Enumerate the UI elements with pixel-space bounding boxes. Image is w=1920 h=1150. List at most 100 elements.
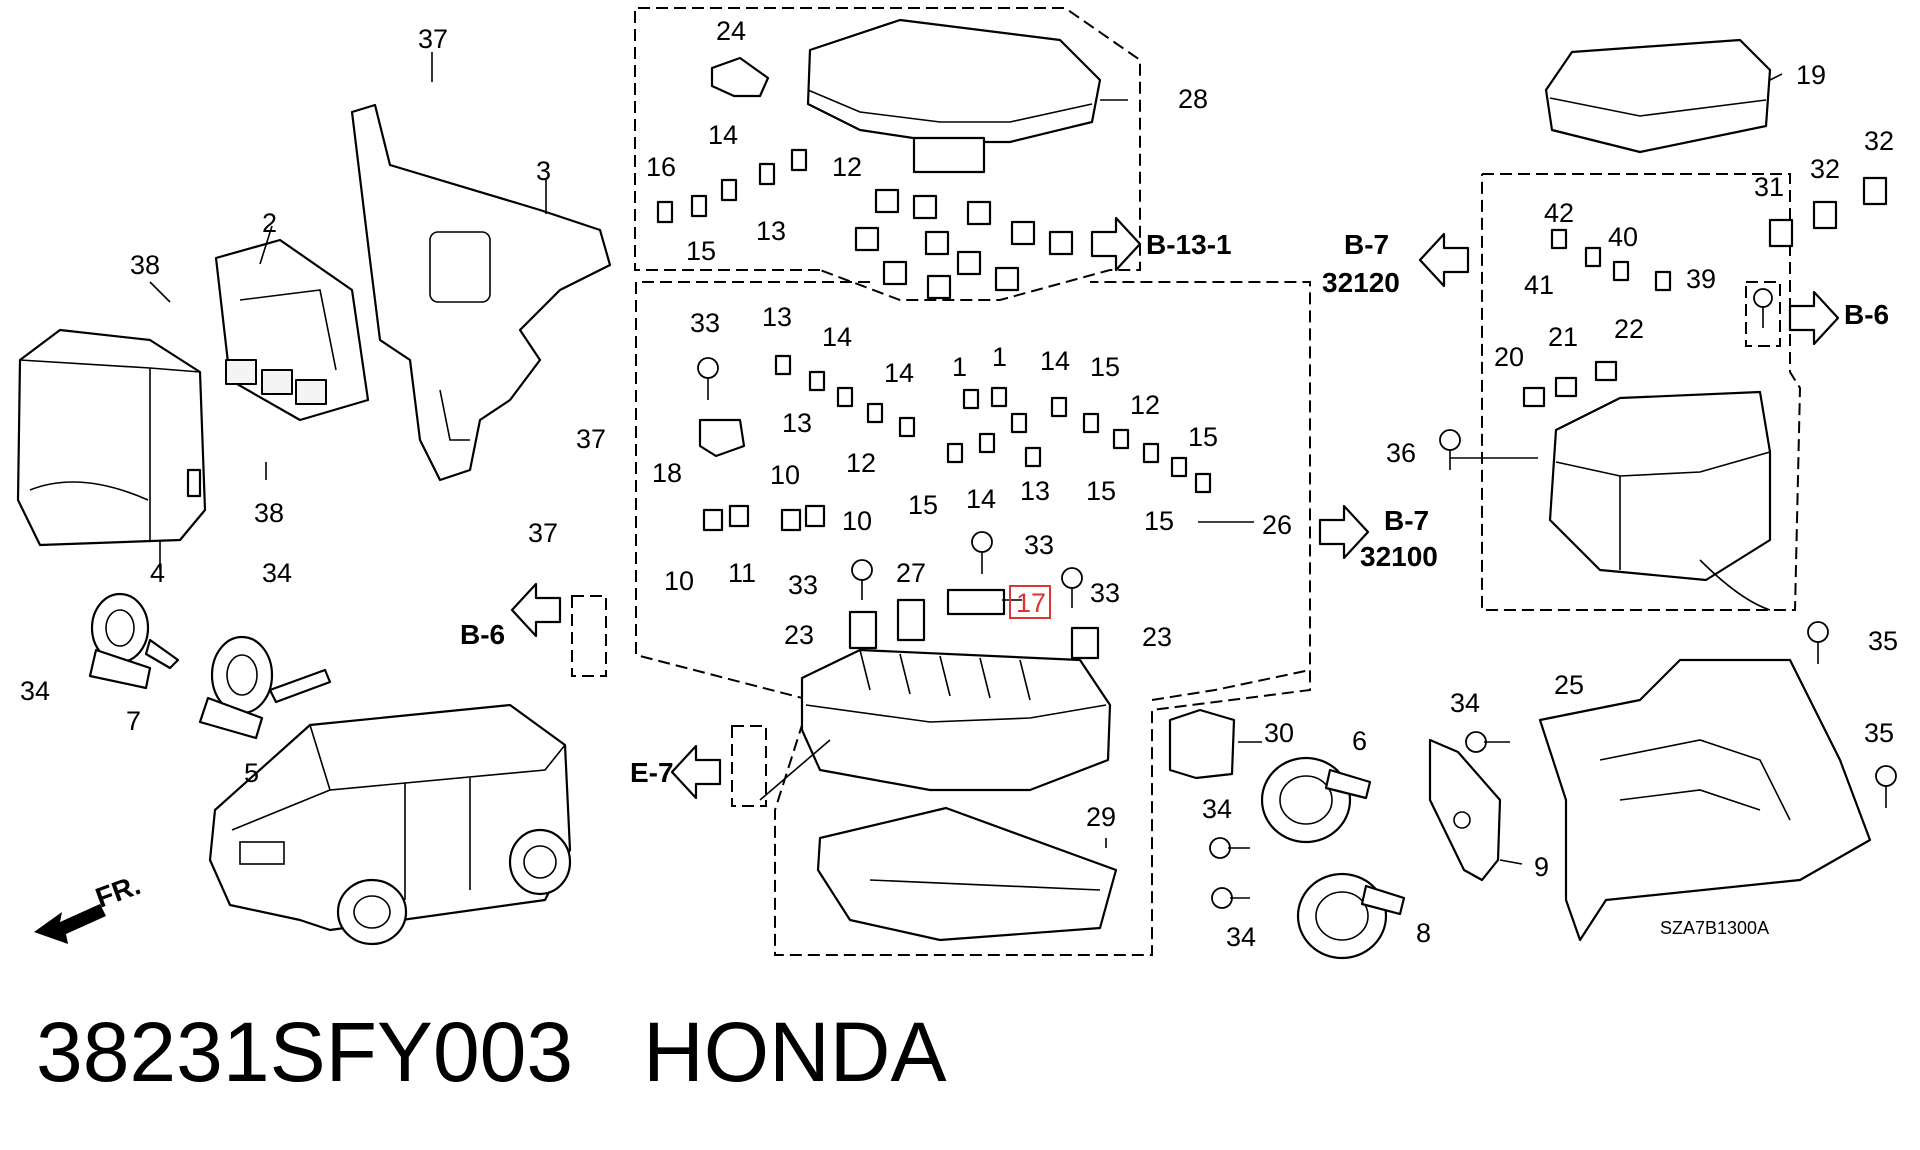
callout-15: 15 <box>1144 506 1174 536</box>
callout-41: 41 <box>1524 270 1554 300</box>
callout-12: 12 <box>1130 390 1160 420</box>
callout-23: 23 <box>1142 622 1172 652</box>
box-center-fuses <box>635 281 1311 956</box>
callout-2: 2 <box>262 208 277 238</box>
part-relay-box-cover <box>1544 38 1772 154</box>
box-top-center <box>634 7 1141 301</box>
callout-19: 19 <box>1796 60 1826 90</box>
part-bracket-9 <box>1428 738 1502 882</box>
leader-lines <box>149 52 1783 865</box>
part-cover-clip-24 <box>710 56 770 98</box>
callout-35: 35 <box>1868 626 1898 656</box>
relay-cluster-top <box>854 188 1074 300</box>
callout-15: 15 <box>686 236 716 266</box>
part-ecu <box>214 238 370 422</box>
ref-b6-left: B-6 <box>460 619 505 650</box>
small-fuses-right <box>1522 228 1672 408</box>
callout-16: 16 <box>646 152 676 182</box>
small-fuses-top <box>656 148 808 224</box>
drawing-code: SZA7B1300A <box>1660 918 1769 938</box>
ref-b7-top-code: 32120 <box>1322 267 1400 298</box>
callout-33: 33 <box>1024 530 1054 560</box>
callout-28: 28 <box>1178 84 1208 114</box>
callout-38: 38 <box>130 250 160 280</box>
callout-34: 34 <box>1202 794 1232 824</box>
callout-31: 31 <box>1754 172 1784 202</box>
callout-25: 25 <box>1554 670 1584 700</box>
callout-1: 1 <box>952 352 967 382</box>
ref-arrow-b6-right <box>1788 290 1840 346</box>
part-relay-box <box>1548 390 1772 611</box>
callout-37: 37 <box>418 24 448 54</box>
footer: 38231SFY003 HONDA <box>36 1010 946 1094</box>
callout-4: 4 <box>150 558 165 588</box>
part-bracket-18 <box>698 418 746 458</box>
callout-22: 22 <box>1614 314 1644 344</box>
ref-arrow-b7-mid <box>1318 504 1370 560</box>
ref-arrow-b13-1 <box>1090 216 1142 272</box>
part-ecu-bracket <box>350 103 612 482</box>
callout-14: 14 <box>822 322 852 352</box>
callout-24: 24 <box>716 16 746 46</box>
callout-8: 8 <box>1416 918 1431 948</box>
part-number: 38231SFY003 <box>36 1005 574 1099</box>
bolt-box-b6-left <box>571 595 607 677</box>
callout-9: 9 <box>1534 852 1549 882</box>
part-horn-right-6 <box>1260 756 1372 844</box>
bolt-box-e7 <box>731 725 767 807</box>
callout-40: 40 <box>1608 222 1638 252</box>
callout-10: 10 <box>664 566 694 596</box>
callout-27: 27 <box>896 558 926 588</box>
callout-13: 13 <box>782 408 812 438</box>
callout-37: 37 <box>576 424 606 454</box>
direction-label: FR. <box>91 869 144 914</box>
part-vehicle <box>208 703 572 946</box>
callout-10: 10 <box>770 460 800 490</box>
callout-18: 18 <box>652 458 682 488</box>
box-right-bottom <box>1151 669 1311 701</box>
callout-14: 14 <box>966 484 996 514</box>
relays-center <box>848 588 1100 660</box>
callout-13: 13 <box>762 302 792 332</box>
bolt-box-b6-right <box>1745 281 1781 347</box>
part-horn-right-8 <box>1296 872 1406 960</box>
part-cover-30 <box>1168 708 1236 780</box>
callout-26: 26 <box>1262 510 1292 540</box>
callout-32: 32 <box>1864 126 1894 156</box>
callout-23: 23 <box>784 620 814 650</box>
callout-42: 42 <box>1544 198 1574 228</box>
center-fuses <box>702 354 1212 532</box>
callout-5: 5 <box>244 758 259 788</box>
callout-15: 15 <box>1188 422 1218 452</box>
part-horn-left-2 <box>198 635 332 740</box>
callout-17-highlighted: 17 <box>1016 588 1046 618</box>
callout-7: 7 <box>126 706 141 736</box>
ref-b7-mid-code: 32100 <box>1360 541 1438 572</box>
box-right-relay <box>1481 173 1802 611</box>
callout-34: 34 <box>20 676 50 706</box>
callout-15: 15 <box>908 490 938 520</box>
callout-labels: 37 3 2 38 37 38 37 4 34 34 7 5 24 28 14 … <box>20 16 1898 952</box>
callout-15: 15 <box>1086 476 1116 506</box>
part-fuse-box-cover-top <box>806 18 1102 174</box>
part-main-fuse-box <box>759 648 1112 801</box>
callout-33: 33 <box>690 308 720 338</box>
highlight-box-17 <box>1009 585 1051 619</box>
callout-14: 14 <box>884 358 914 388</box>
callout-1: 1 <box>992 342 1007 372</box>
reference-arrows <box>510 216 1840 800</box>
callout-15: 15 <box>1090 352 1120 382</box>
direction-arrow: FR. <box>34 869 144 944</box>
callout-3: 3 <box>536 156 551 186</box>
ref-arrow-b7-top <box>1418 232 1470 288</box>
callout-14: 14 <box>1040 346 1070 376</box>
callout-35: 35 <box>1864 718 1894 748</box>
ref-arrow-b6-left <box>510 582 562 638</box>
relays-right <box>1768 176 1888 248</box>
callout-38: 38 <box>254 498 284 528</box>
part-fuse-box-lower-cover <box>816 806 1118 942</box>
ref-e7: E-7 <box>630 757 674 788</box>
ref-b7-top: B-7 <box>1344 229 1389 260</box>
callout-30: 30 <box>1264 718 1294 748</box>
